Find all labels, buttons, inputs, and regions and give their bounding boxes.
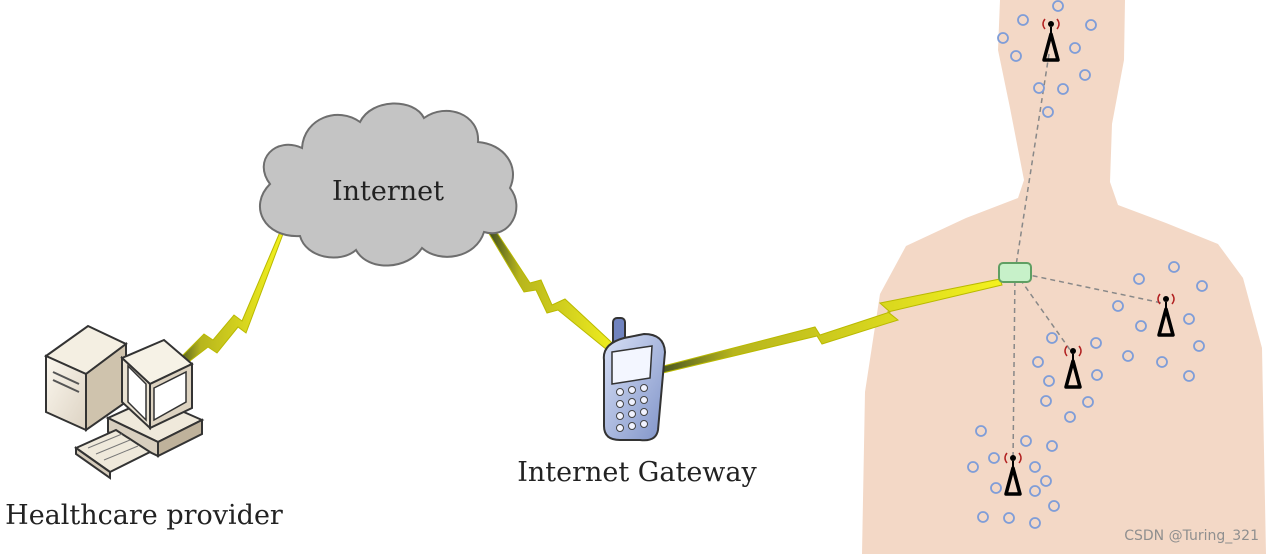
- mobile-phone-icon: [604, 318, 665, 440]
- internet-gateway-phone: Internet Gateway: [517, 318, 757, 488]
- body-hub-node: [999, 263, 1031, 282]
- lightning-bolt-icon: [485, 222, 622, 358]
- desktop-computer-icon: [46, 326, 202, 478]
- watermark-text: CSDN @Turing_321: [1124, 528, 1259, 544]
- wireless-link-provider-internet: [173, 232, 283, 364]
- body-silhouette-shape: [862, 0, 1266, 554]
- internet-cloud: Internet: [260, 103, 516, 265]
- human-body-silhouette: [862, 0, 1266, 554]
- healthcare-provider-label: Healthcare provider: [5, 500, 283, 531]
- internet-label: Internet: [332, 176, 444, 207]
- lightning-bolt-icon: [173, 232, 283, 364]
- body-hub-node-icon: [999, 263, 1031, 282]
- wireless-link-internet-gateway: [485, 222, 622, 358]
- healthcare-provider-computer: Healthcare provider: [5, 326, 283, 531]
- internet-gateway-label: Internet Gateway: [517, 457, 757, 488]
